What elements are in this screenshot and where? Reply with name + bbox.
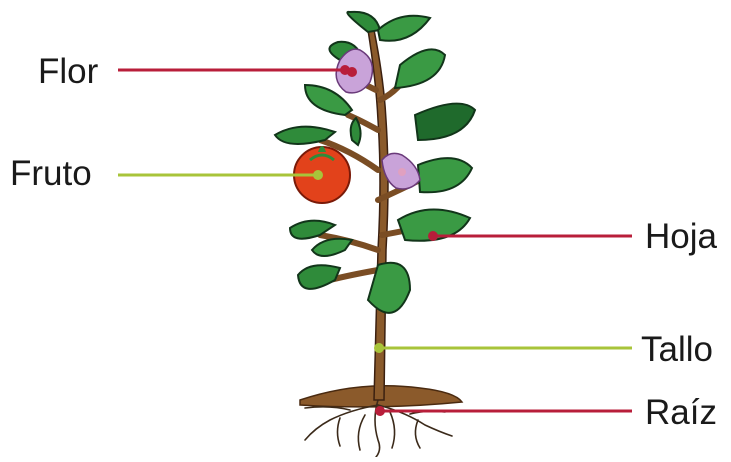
- leaf-small: [351, 118, 361, 145]
- label-tallo: Tallo: [641, 332, 713, 367]
- dot-tallo: [374, 343, 384, 353]
- leaf-right-upper: [415, 104, 475, 140]
- leaf-top: [347, 12, 380, 32]
- label-fruto: Fruto: [10, 156, 92, 191]
- leaf-left-low-2: [312, 239, 352, 256]
- dot-hoja: [428, 231, 438, 241]
- label-flor: Flor: [38, 54, 98, 89]
- dot-flor: [340, 65, 350, 75]
- dot-fruto: [313, 170, 323, 180]
- leaf-right-mid: [418, 158, 472, 192]
- label-hoja: Hoja: [645, 219, 717, 254]
- leaf-bottom-left: [298, 265, 340, 289]
- dot-raiz: [375, 406, 385, 416]
- leaf-top-right: [378, 16, 430, 41]
- leaf-upper-right: [395, 49, 445, 88]
- label-raiz: Raíz: [645, 395, 717, 430]
